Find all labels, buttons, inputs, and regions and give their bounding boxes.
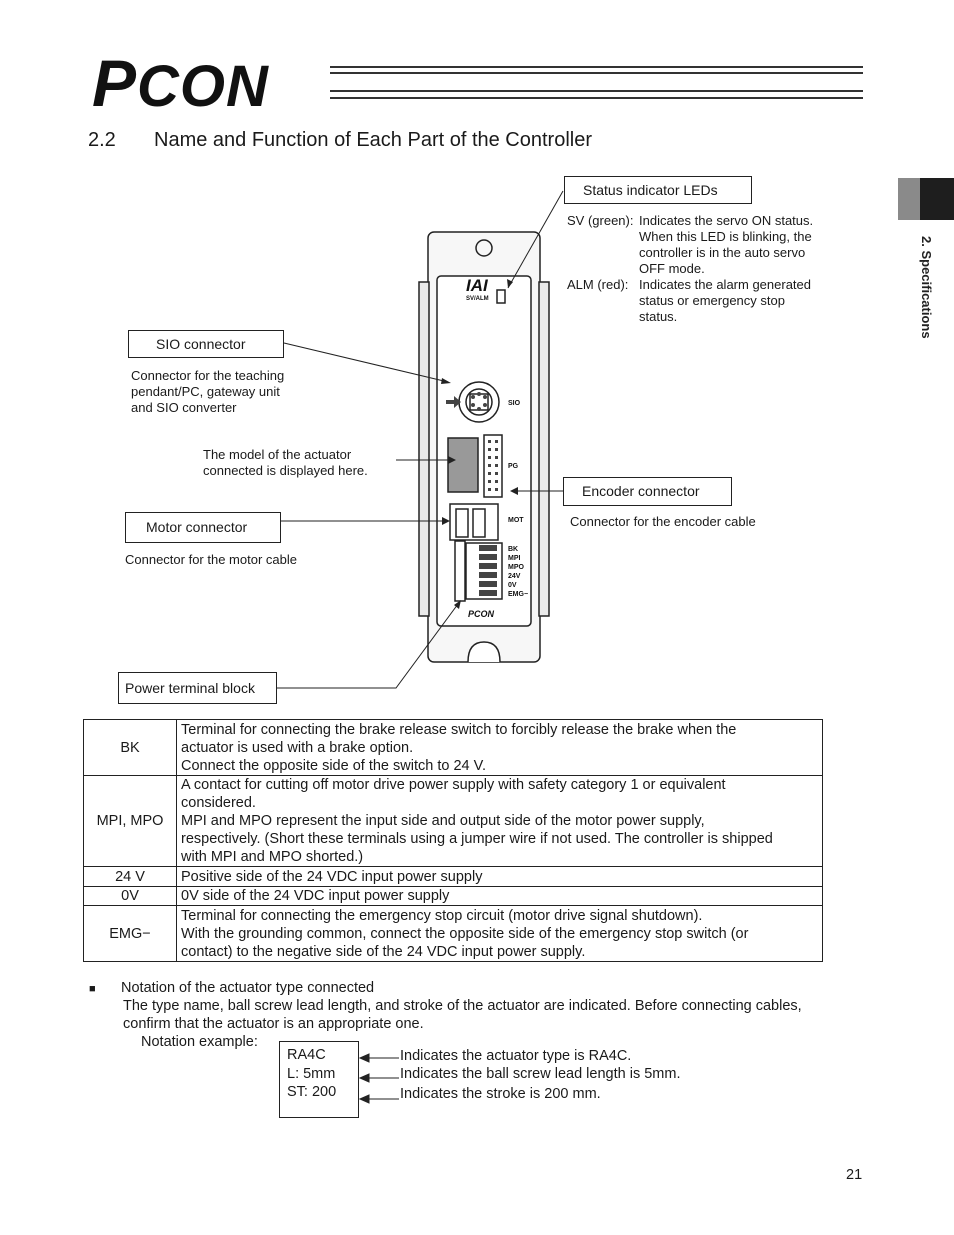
alm-key: ALM (red): — [567, 277, 629, 292]
table-key: MPI, MPO — [83, 775, 177, 867]
table-value-line: A contact for cutting off motor drive po… — [181, 777, 726, 793]
table-value-line: contact) to the negative side of the 24 … — [181, 943, 586, 960]
table-value: A contact for cutting off motor drive po… — [176, 775, 823, 867]
device-terminal-label: 0V — [508, 582, 517, 589]
device-terminal-label: MPO — [508, 564, 525, 571]
logo-p: P — [92, 46, 138, 120]
logo-con: CON — [137, 54, 269, 119]
table-value-line: considered. — [181, 795, 256, 811]
device-port-pg: PG — [508, 463, 519, 470]
table-row: 0V 0V side of the 24 VDC input power sup… — [83, 886, 823, 906]
table-value: Terminal for connecting the emergency st… — [176, 905, 823, 962]
encoder-connector-description: Connector for the encoder cable — [570, 514, 756, 529]
motor-connector-description: Connector for the motor cable — [125, 552, 297, 567]
table-value-line: actuator is used with a brake option. — [181, 739, 414, 756]
table-value-line: With the grounding common, connect the o… — [181, 925, 749, 942]
table-value-line: Terminal for connecting the emergency st… — [181, 907, 703, 924]
terminal-table: BK Terminal for connecting the brake rel… — [83, 719, 823, 962]
example-explanation: Indicates the stroke is 200 mm. — [400, 1086, 601, 1102]
table-key: BK — [83, 719, 177, 776]
pcon-logo: PCON — [92, 50, 269, 116]
device-port-mot: MOT — [508, 517, 524, 524]
bullet-icon: ■ — [89, 983, 96, 995]
example-line: RA4C — [287, 1047, 326, 1063]
header-rule — [330, 72, 863, 74]
sio-connector-description: Connector for the teaching pendant/PC, g… — [131, 368, 284, 416]
device-terminal-label: EMG− — [508, 591, 528, 598]
table-value-line: Connect the opposite side of the switch … — [181, 757, 486, 774]
device-brand: IAI — [466, 276, 489, 295]
device-terminal-label: MPI — [508, 555, 521, 562]
notation-body-line: confirm that the actuator is an appropri… — [123, 1016, 424, 1032]
chapter-side-label: 2. Specifications — [919, 236, 934, 339]
table-row: BK Terminal for connecting the brake rel… — [83, 719, 823, 776]
table-value-line: Terminal for connecting the brake releas… — [181, 721, 737, 738]
sio-desc-line: pendant/PC, gateway unit — [131, 384, 280, 399]
status-leds-description: SV (green): Indicates the servo ON statu… — [567, 213, 837, 325]
alm-line: status. — [639, 309, 678, 324]
side-tab-marker — [920, 178, 954, 220]
alm-line: Indicates the alarm generated — [639, 277, 811, 292]
device-terminal-label: BK — [508, 546, 518, 553]
device-terminal-label: 24V — [508, 573, 521, 580]
notation-heading: Notation of the actuator type connected — [121, 980, 375, 996]
example-line: L: 5mm — [287, 1065, 336, 1082]
notation-example-label: Notation example: — [141, 1034, 258, 1050]
controller-diagram: IAI SV/ALM SIO PG MOT BK MPI MPO 24V 0V … — [277, 190, 564, 689]
table-row: EMG− Terminal for connecting the emergen… — [83, 905, 823, 962]
table-value-line: with MPI and MPO shorted.) — [181, 849, 364, 865]
header-rule — [330, 97, 863, 99]
table-key: EMG− — [83, 905, 177, 962]
notation-example-box: RA4C L: 5mm ST: 200 — [279, 1041, 359, 1118]
example-line: ST: 200 — [287, 1084, 337, 1100]
sv-line: OFF mode. — [639, 261, 705, 276]
section-title: 2.2 Name and Function of Each Part of the… — [88, 129, 592, 152]
device-led-label: SV/ALM — [466, 296, 489, 302]
header-rule — [330, 66, 863, 68]
status-leds-label: Status indicator LEDs — [564, 176, 752, 204]
side-tab-marker — [898, 178, 920, 220]
sio-desc-line: Connector for the teaching — [131, 368, 285, 383]
section-heading: Name and Function of Each Part of the Co… — [154, 129, 593, 151]
model-desc-line: The model of the actuator — [203, 447, 352, 462]
sv-line: controller is in the auto servo — [639, 245, 806, 260]
sv-line: When this LED is blinking, the — [639, 229, 812, 244]
motor-connector-label: Motor connector — [125, 512, 281, 543]
power-terminal-label: Power terminal block — [118, 672, 277, 704]
table-key: 24 V — [83, 866, 177, 887]
sv-line: Indicates the servo ON status. — [639, 213, 814, 228]
sio-desc-line: and SIO converter — [131, 400, 237, 415]
page-number: 21 — [846, 1167, 863, 1183]
model-display-description: The model of the actuator connected is d… — [203, 447, 368, 479]
table-value: Terminal for connecting the brake releas… — [176, 719, 823, 776]
table-value-line: MPI and MPO represent the input side and… — [181, 813, 705, 829]
section-number: 2.2 — [88, 129, 116, 151]
example-explanation: Indicates the actuator type is RA4C. — [400, 1048, 632, 1064]
table-value-line: 0V side of the 24 VDC input power supply — [181, 888, 450, 904]
example-explanation: Indicates the ball screw lead length is … — [400, 1066, 681, 1082]
sv-key: SV (green): — [567, 213, 634, 228]
table-value: 0V side of the 24 VDC input power supply — [176, 886, 823, 906]
table-value-line: respectively. (Short these terminals usi… — [181, 831, 773, 847]
sio-connector-label: SIO connector — [128, 330, 284, 358]
header-rule — [330, 90, 863, 92]
table-value: Positive side of the 24 VDC input power … — [176, 866, 823, 887]
alm-line: status or emergency stop — [639, 293, 785, 308]
notation-body-line: The type name, ball screw lead length, a… — [123, 998, 802, 1014]
table-value-line: Positive side of the 24 VDC input power … — [181, 868, 483, 885]
device-bottom-logo: PCON — [468, 609, 495, 619]
table-row: 24 V Positive side of the 24 VDC input p… — [83, 866, 823, 887]
table-row: MPI, MPO A contact for cutting off motor… — [83, 775, 823, 867]
table-key: 0V — [83, 886, 177, 906]
device-port-sio: SIO — [508, 400, 521, 407]
model-desc-line: connected is displayed here. — [203, 463, 368, 478]
encoder-connector-label: Encoder connector — [563, 477, 732, 506]
example-arrows — [358, 1053, 399, 1104]
